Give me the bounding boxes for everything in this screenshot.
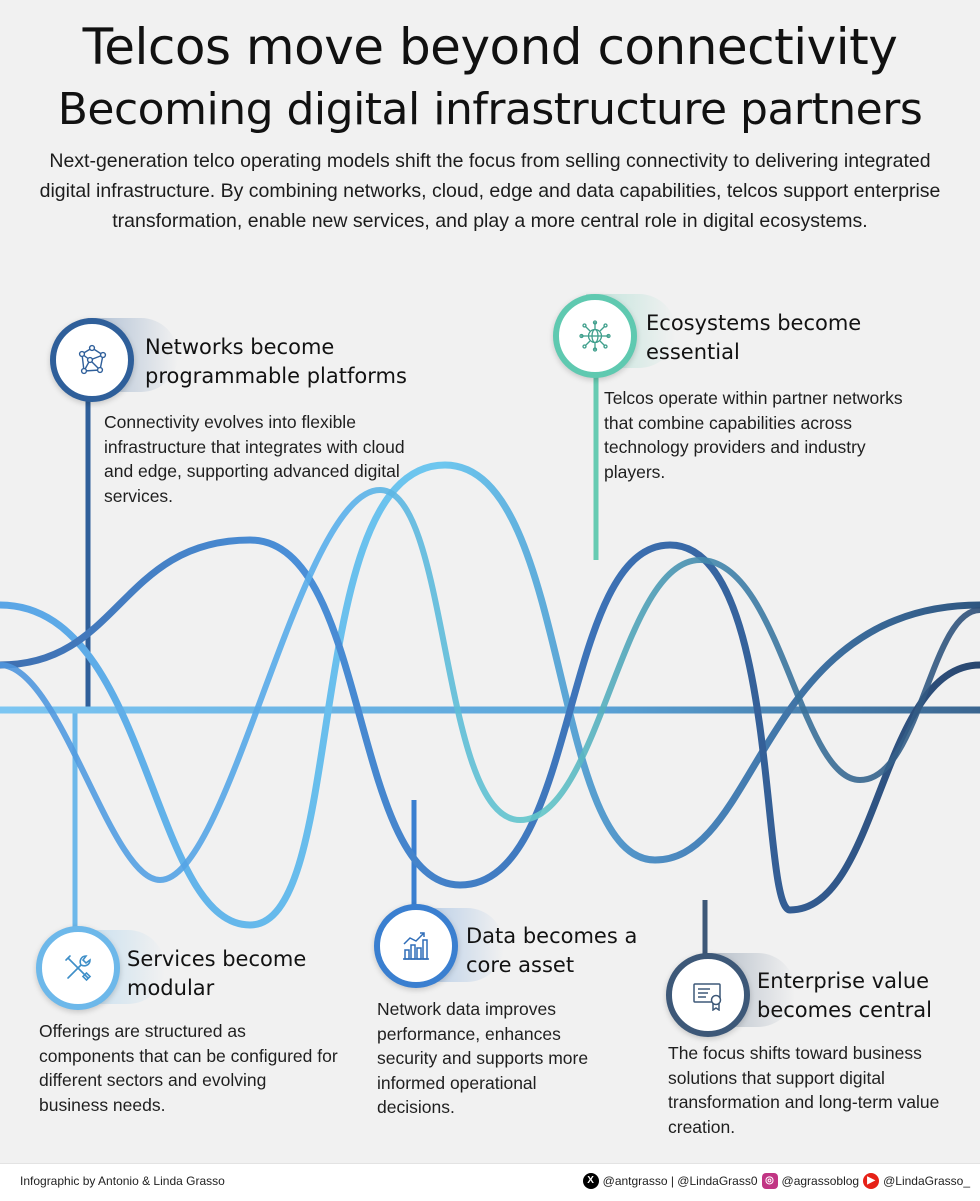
footer-credit: Infographic by Antonio & Linda Grasso (20, 1174, 225, 1188)
services-badge (36, 926, 120, 1010)
social-links: X @antgrasso | @LindaGrass0 ◎ @agrassobl… (582, 1173, 970, 1189)
services-title: Services become modular (127, 947, 307, 1000)
youtube-icon: ▶ (863, 1173, 880, 1189)
globe-network-icon (579, 320, 611, 352)
x-logo-icon: X (582, 1173, 599, 1189)
tools-icon (65, 955, 92, 982)
youtube-link[interactable]: @LindaGrasso_ (883, 1174, 970, 1188)
instagram-link[interactable]: @agrassoblog (781, 1174, 860, 1188)
ecosystems-text: Telcos operate within partner networks t… (604, 388, 903, 482)
certificate-icon (693, 983, 722, 1011)
subtitle: Becoming digital infrastructure partners (57, 84, 923, 135)
bar-chart-icon (403, 932, 429, 960)
x-handles-link[interactable]: @antgrasso | @LindaGrass0 (602, 1174, 758, 1188)
instagram-icon: ◎ (761, 1173, 778, 1189)
intro-paragraph: Next-generation telco operating models s… (39, 150, 941, 232)
enterprise-title: Enterprise value becomes central (757, 969, 932, 1022)
services-text: Offerings are structured as components t… (39, 1021, 338, 1115)
network-mesh-icon (78, 344, 107, 375)
ecosystems-badge (553, 294, 637, 378)
networks-title: Networks become programmable platforms (145, 335, 407, 388)
enterprise-badge (666, 953, 750, 1037)
networks-text: Connectivity evolves into flexible infra… (104, 412, 405, 506)
ecosystems-title: Ecosystems become essential (646, 311, 862, 364)
data-text: Network data improves performance, enhan… (377, 999, 589, 1117)
footer: Infographic by Antonio & Linda Grasso X … (0, 1163, 980, 1201)
networks-badge (50, 318, 134, 402)
data-title: Data becomes a core asset (466, 924, 638, 977)
data-badge (374, 904, 458, 988)
main-title: Telcos move beyond connectivity (82, 18, 898, 76)
enterprise-text: The focus shifts toward business solutio… (668, 1043, 940, 1137)
